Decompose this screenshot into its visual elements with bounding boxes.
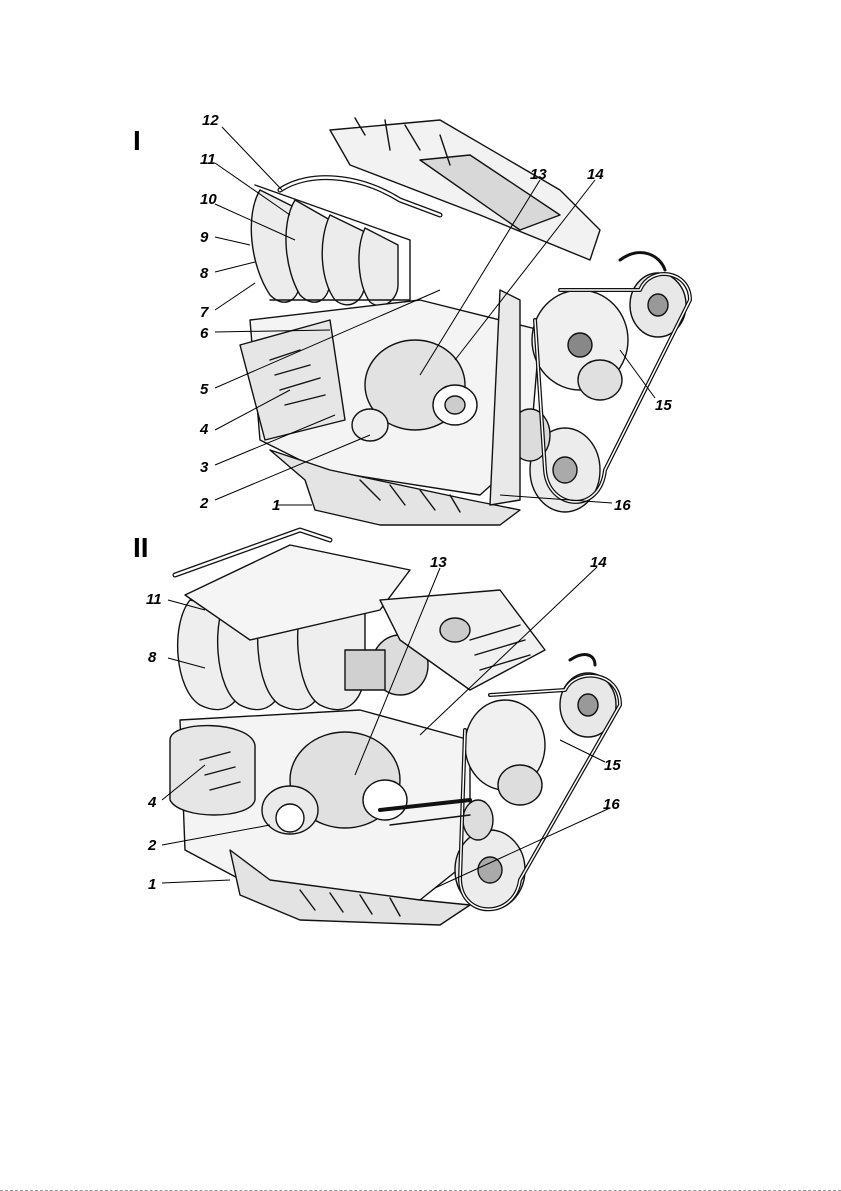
callout-13-view-2: 13 <box>430 555 447 570</box>
callout-2-view-1: 2 <box>200 496 208 511</box>
callout-4-view-2: 4 <box>148 795 156 810</box>
callout-15-view-2: 15 <box>604 758 621 773</box>
callout-14-view-2: 14 <box>590 555 607 570</box>
callout-8-view-1: 8 <box>200 266 208 281</box>
callout-11-view-2: 11 <box>146 592 162 607</box>
callout-7-view-1: 7 <box>200 305 208 320</box>
callout-12-view-1: 12 <box>202 113 219 128</box>
callout-5-view-1: 5 <box>200 382 208 397</box>
callout-16-view-1: 16 <box>614 498 631 513</box>
callout-8-view-2: 8 <box>148 650 156 665</box>
callout-1-view-2: 1 <box>148 877 156 892</box>
engine-view-2-drawing <box>170 530 620 925</box>
callout-11-view-1: 11 <box>200 152 216 167</box>
callout-9-view-1: 9 <box>200 230 208 245</box>
view-label-2: II <box>133 532 149 564</box>
callout-6-view-1: 6 <box>200 326 208 341</box>
callout-16-view-2: 16 <box>603 797 620 812</box>
callout-1-view-1: 1 <box>272 498 280 513</box>
callout-3-view-1: 3 <box>200 460 208 475</box>
callout-4-view-1: 4 <box>200 422 208 437</box>
callout-13-view-1: 13 <box>530 167 547 182</box>
callout-2-view-2: 2 <box>148 838 156 853</box>
callout-10-view-1: 10 <box>200 192 217 207</box>
view-label-1: I <box>133 125 141 157</box>
callout-15-view-1: 15 <box>655 398 672 413</box>
engine-view-1-drawing <box>240 118 690 525</box>
callout-14-view-1: 14 <box>587 167 604 182</box>
